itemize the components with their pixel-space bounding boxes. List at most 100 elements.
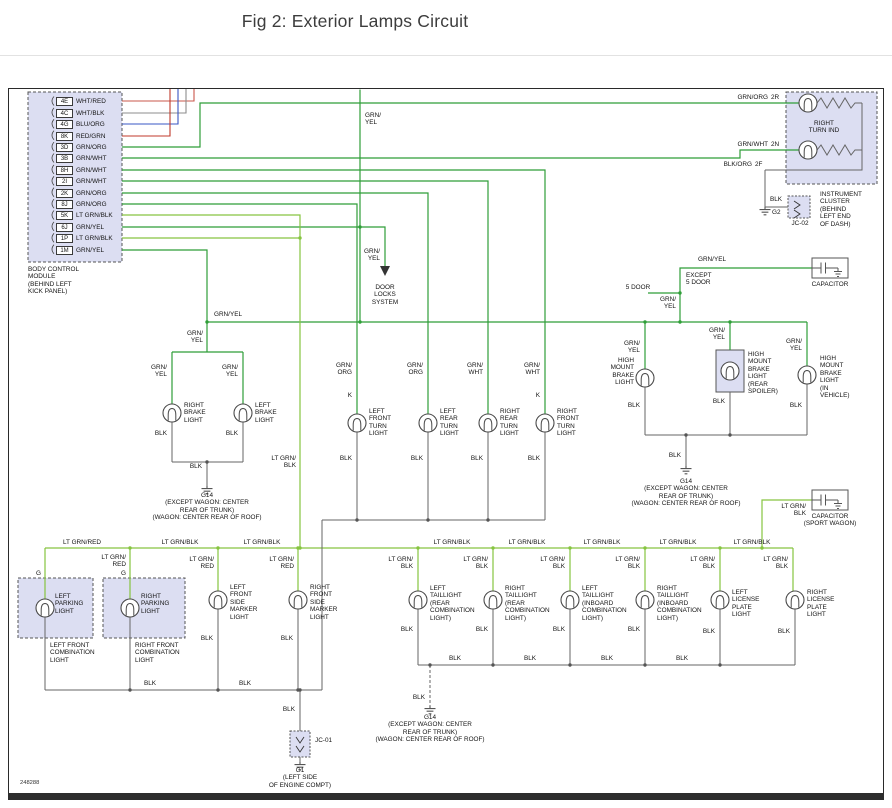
wire-label-grn-yel: GRN/ YEL [187,330,203,345]
g2-ground-symbol [758,206,772,216]
wire-label-blk: BLK [225,430,238,437]
wire-label-grn-yel: GRN/ YEL [151,364,167,379]
diagram-id: 248288 [20,780,40,786]
bcm-pin-id: 3D [56,142,73,152]
right-license-plate-label: RIGHT LICENSE PLATE LIGHT [807,589,835,619]
wire-label-lt-grn-blk: LT GRN/ BLK [615,556,640,571]
wire-label-blk: BLK [448,655,462,662]
bcm-pin-wire: GRN/WHT [76,154,107,162]
pin-label-g: G [121,570,126,577]
wire-label-blk: BLK [600,655,614,662]
bcm-pin-wire: GRN/ORG [76,200,107,208]
ground-wires [44,97,863,762]
bus-label: LT GRN/BLK [243,539,281,546]
wire-label-blk: BLK [475,626,488,633]
bcm-pin-wire: GRN/YEL [76,246,105,254]
right-tail-rear-lamp-symbol [483,590,503,610]
high-mount-spoiler-lamp-symbol [720,361,740,381]
wire-label-blk: BLK [143,680,157,687]
left-tail-rear-lamp-symbol [408,590,428,610]
wire-label-lt-grn-blk: LT GRN/ BLK [690,556,715,571]
g14-highmount-ground-symbol [679,465,693,475]
bcm-pin-wire: GRN/ORG [76,143,107,151]
left-side-marker-label: LEFT FRONT SIDE MARKER LIGHT [230,584,258,621]
bcm-pin-id: 4C [56,108,73,118]
jc01-chevrons-icon [295,736,305,753]
wire-label-lt-grn-blk: LT GRN/ BLK [763,556,788,571]
turn-indicator-lamp-symbol-top [798,93,818,113]
right-brake-lamp-symbol [162,403,182,423]
bcm-pin-wire: LT GRN/BLK [76,234,113,242]
ground-label-g14: G14 (EXCEPT WAGON: CENTER REAR OF TRUNK)… [631,478,741,508]
wire-capacitor-feed [679,267,812,322]
wire-grn-wht-cluster [122,149,799,159]
capacitor-wagon-caption: CAPACITOR (SPORT WAGON) [803,513,857,528]
ground-label-g14: G14 (EXCEPT WAGON: CENTER REAR OF TRUNK)… [375,714,485,744]
connector-label-jc01: JC-01 [315,737,333,744]
wire-grn-org-lf-turn [122,203,358,414]
ground-label-g2: G2 [772,209,781,216]
high-mount-left-lamp-symbol [635,368,655,388]
wire-label-lt-grn-blk: LT GRN/ BLK [540,556,565,571]
lamp-symbols [35,93,818,618]
wire-label-blk: BLK [769,196,783,203]
right-parking-lamp-symbol [120,598,140,618]
turn-indicator-lamp-symbol-bottom [798,140,818,160]
pin-label-2n: 2N [771,141,780,148]
ground-label-g1: G1 (LEFT SIDE OF ENGINE COMPT) [268,767,332,789]
green-junction-dots [205,225,732,324]
wire-label-grn-yel: GRN/ YEL [660,296,676,311]
wire-label-blk: BLK [552,626,565,633]
pin-label-2f: 2F [755,161,763,168]
wire-grn-org-cluster [122,102,799,148]
jc01-connector-box [289,730,311,758]
pin-label-2r: 2R [771,94,780,101]
wire-label-blk: BLK [282,706,295,713]
left-parking-lamp-symbol [35,598,55,618]
wire-label-blk: BLK [470,455,483,462]
right-rear-turn-lamp-symbol [478,413,498,433]
bcm-pin-wire: RED/GRN [76,132,106,140]
left-front-combination-caption: LEFT FRONT COMBINATION LIGHT [50,642,95,664]
high-mount-grounds [644,384,808,466]
bcm-pin-id: 8H [56,165,73,175]
wire-capacitor-wagon [761,499,812,548]
right-front-turn-light-label: RIGHT FRONT TURN LIGHT [557,408,580,438]
green-wires [122,89,812,414]
wire-label-blk: BLK [675,655,689,662]
wire-label-blk: BLK [627,402,640,409]
wire-wht-red [122,89,195,102]
body-control-module-box [27,91,123,263]
wire-label-blk: BLK [400,626,413,633]
left-front-turn-lamp-symbol [347,413,367,433]
bcm-pin-wire: GRN/ORG [76,189,107,197]
wire-label-lt-grn-red: LT GRN/ RED [189,556,214,571]
wire-label-blk: BLK [412,694,425,701]
wire-grn-yel-brake-split [171,322,244,404]
right-taillight-rear-label: RIGHT TAILLIGHT (REAR COMBINATION LIGHT) [505,585,550,622]
wire-lt-grn-blk-feed [122,214,301,548]
wire-label-blk: BLK [523,655,537,662]
except-5-door-label: EXCEPT 5 DOOR [686,272,712,287]
wire-grn-wht-rr-turn [122,180,489,414]
wire-label-grn-yel: GRN/ YEL [222,364,238,379]
wire-label-grn-org: GRN/ORG [737,94,768,101]
right-rear-turn-light-label: RIGHT REAR TURN LIGHT [500,408,520,438]
wire-label-lt-grn-blk: LT GRN/ BLK [463,556,488,571]
wire-label-blk: BLK [410,455,423,462]
high-mount-vehicle-label: HIGH MOUNT BRAKE LIGHT (IN VEHICLE) [820,355,850,400]
left-taillight-inboard-label: LEFT TAILLIGHT (INBOARD COMBINATION LIGH… [582,585,627,622]
page-title: Fig 2: Exterior Lamps Circuit [241,11,469,31]
wire-wht-blk [122,89,187,114]
left-license-plate-label: LEFT LICENSE PLATE LIGHT [732,589,760,619]
bcm-pin-wire: GRN/WHT [76,166,107,174]
left-marker-lamp-symbol [208,590,228,610]
wire-label-blk: BLK [702,628,715,635]
